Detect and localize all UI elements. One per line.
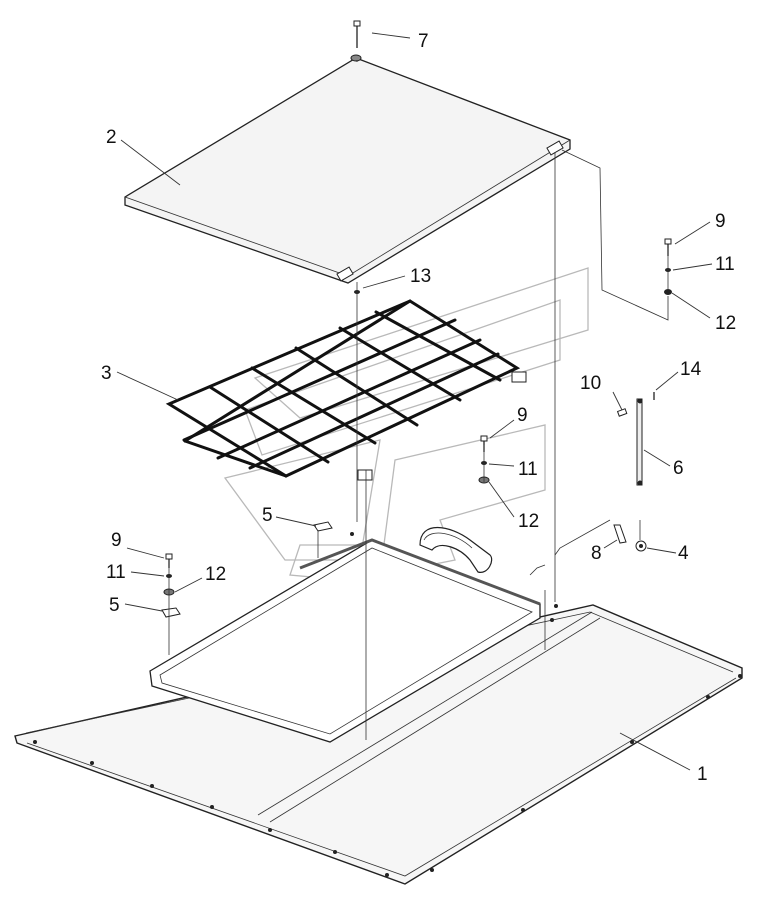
callout-11-left: 11 [106, 562, 126, 583]
lid-panel [124, 54, 571, 284]
callout-5-upper: 5 [262, 505, 273, 526]
callout-9-middle: 9 [517, 405, 528, 426]
mesh-grid [165, 299, 527, 481]
callout-12-middle: 12 [518, 511, 539, 532]
callout-5-lower: 5 [109, 595, 120, 616]
callout-6: 6 [673, 458, 684, 479]
callout-12-left: 12 [205, 564, 226, 585]
callout-1: 1 [697, 764, 708, 785]
callout-13: 13 [410, 266, 431, 287]
callout-12-right: 12 [715, 313, 736, 334]
base-panel [14, 532, 743, 885]
callout-4: 4 [678, 543, 689, 564]
assembly-lines [168, 60, 669, 740]
callout-11-middle: 11 [518, 459, 538, 480]
callout-9-left: 9 [111, 530, 122, 551]
hatch-opening-frame [149, 538, 541, 743]
callout-14: 14 [680, 359, 702, 380]
callout-9-right: 9 [715, 211, 726, 232]
callout-7: 7 [418, 31, 429, 52]
callout-10: 10 [580, 373, 601, 394]
callout-8: 8 [591, 543, 602, 564]
callout-labels: 1 2 3 4 5 5 6 7 8 9 9 9 10 11 11 11 12 1… [101, 31, 736, 785]
watermark-logo [223, 267, 589, 581]
callout-2: 2 [106, 127, 117, 148]
handle [419, 527, 493, 573]
callout-3: 3 [101, 363, 112, 384]
leader-lines [116, 32, 713, 771]
callout-11-right: 11 [715, 254, 735, 275]
